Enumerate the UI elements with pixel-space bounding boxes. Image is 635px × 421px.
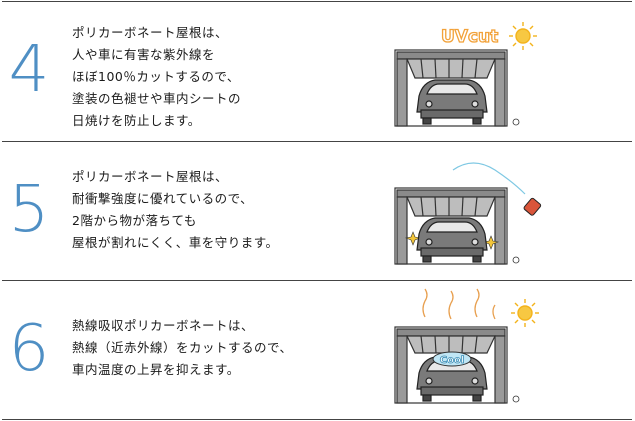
description-line: 日焼けを防止します。: [72, 113, 201, 128]
car-icon: [416, 217, 488, 263]
description-line: 耐衝撃強度に優れているので、: [72, 191, 254, 206]
heat-wave-icon: [422, 288, 496, 320]
heat-cut-garage-illustration: Cool: [394, 288, 539, 404]
impact-resistant-garage-illustration: [394, 162, 542, 265]
sparkle-icon: [404, 231, 500, 250]
description-line: 車内温度の上昇を抑えます。: [72, 362, 240, 377]
feature-row-4: 4 ポリカーボネート屋根は、 人や車に有害な紫外線を ほぼ100％カットするので…: [0, 2, 635, 141]
feature-number: 5: [8, 173, 50, 247]
description-line: ポリカーボネート屋根は、: [72, 25, 229, 40]
row-divider: [2, 280, 632, 281]
uv-cut-garage-illustration: UVcut: [394, 22, 537, 127]
copyright-mark: [512, 118, 520, 126]
top-divider: [2, 1, 632, 2]
cool-badge: [432, 351, 472, 367]
cool-label: Cool: [440, 355, 465, 366]
description-line: 屋根が割れにくく、車を守ります。: [72, 235, 279, 250]
feature-number: 4: [8, 33, 50, 107]
description-line: 熱線吸収ポリカーボネートは、: [72, 318, 255, 333]
feature-description: ポリカーボネート屋根は、 耐衝撃強度に優れているので、 2階から物が落ちても 屋…: [72, 166, 372, 254]
sun-icon: [509, 22, 537, 50]
feature-number: 6: [8, 312, 50, 386]
copyright-mark: [512, 395, 520, 403]
description-line: ほぼ100％カットするので、: [72, 69, 240, 84]
description-line: 熱線（近赤外線）をカットするので、: [72, 340, 293, 355]
trajectory-line: [452, 162, 526, 195]
copyright-mark: [512, 256, 520, 264]
sun-icon: [511, 299, 539, 327]
car-icon: [416, 79, 488, 125]
description-line: 人や車に有害な紫外線を: [72, 47, 216, 62]
description-line: 2階から物が落ちても: [72, 213, 197, 228]
bottom-divider: [2, 419, 632, 420]
row-divider: [2, 141, 632, 142]
uv-cut-label: UVcut: [441, 27, 498, 47]
description-line: 塗装の色褪せや車内シートの: [72, 91, 242, 106]
feature-description: ポリカーボネート屋根は、 人や車に有害な紫外線を ほぼ100％カットするので、 …: [72, 22, 372, 132]
feature-row-5: 5 ポリカーボネート屋根は、 耐衝撃強度に優れているので、 2階から物が落ちても…: [0, 142, 635, 281]
car-icon: [416, 356, 488, 402]
feature-description: 熱線吸収ポリカーボネートは、 熱線（近赤外線）をカットするので、 車内温度の上昇…: [72, 315, 372, 381]
feature-row-6: 6 熱線吸収ポリカーボネートは、 熱線（近赤外線）をカットするので、 車内温度の…: [0, 281, 635, 420]
falling-can-icon: [523, 197, 542, 216]
description-line: ポリカーボネート屋根は、: [72, 169, 229, 184]
